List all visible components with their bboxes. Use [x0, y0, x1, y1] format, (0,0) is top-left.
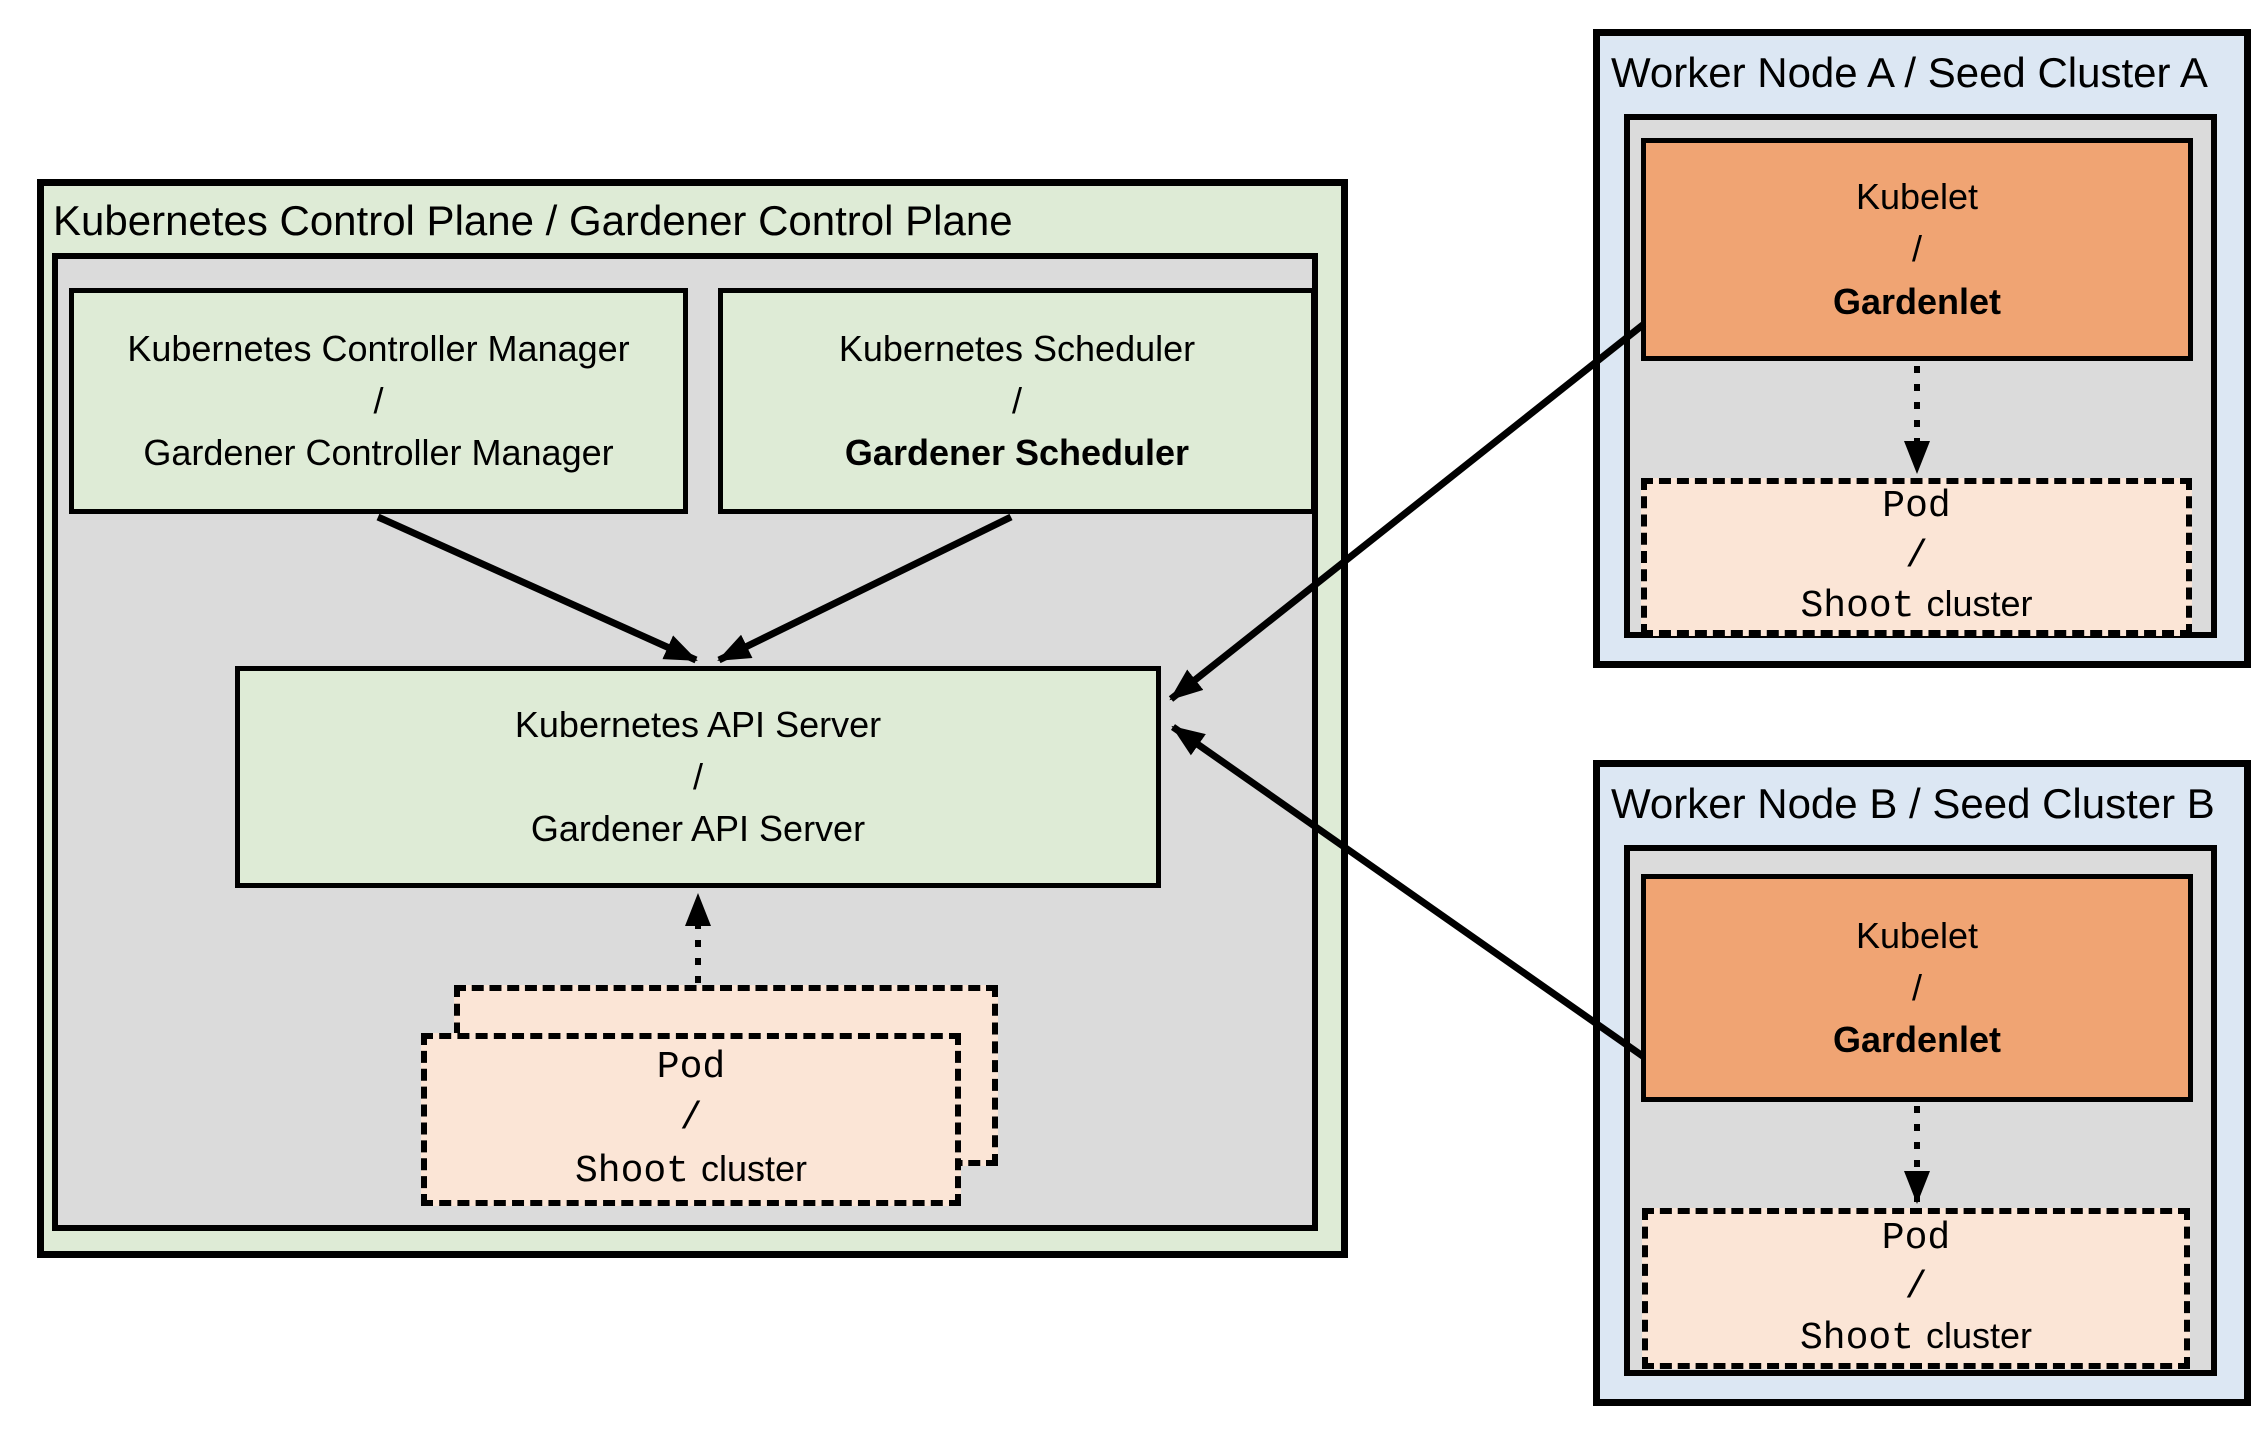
kubelet-b-line2: Gardenlet [1832, 1019, 2002, 1061]
control-plane-title: Kubernetes Control Plane / Gardener Cont… [53, 197, 1013, 244]
pod-a-cluster-label: cluster [1926, 583, 2033, 625]
api-server-box: Kubernetes API Server / Gardener API Ser… [235, 666, 1161, 888]
kubelet-b-slash: / [1911, 966, 1922, 1008]
kubelet-b-line1: Kubelet [1855, 914, 1979, 956]
pod-cluster-label: cluster [701, 1147, 808, 1189]
pod-b-cluster-label: cluster [1926, 1314, 2033, 1356]
pod-b-line1: Pod [1881, 1216, 1951, 1260]
api-server-line1: Kubernetes API Server [514, 703, 882, 745]
pod-a-line1: Pod [1882, 485, 1951, 529]
pod-slash: / [679, 1097, 703, 1141]
controller-manager-line2: Gardener Controller Manager [143, 432, 614, 474]
pod-a-line3: Shoot cluster [1800, 581, 2032, 631]
control-plane-pod-box: Pod / Shoot cluster [421, 1033, 961, 1206]
controller-manager-box: Kubernetes Controller Manager / Gardener… [69, 288, 688, 514]
pod-line1: Pod [656, 1046, 726, 1090]
pod-line3: Shoot cluster [575, 1145, 807, 1197]
controller-manager-line1: Kubernetes Controller Manager [127, 327, 630, 369]
controller-manager-slash: / [373, 379, 384, 421]
scheduler-line2: Gardener Scheduler [844, 432, 1190, 474]
kubelet-a-line2: Gardenlet [1832, 280, 2002, 322]
pod-a-slash: / [1905, 534, 1928, 578]
pod-a-shoot-label: Shoot [1800, 585, 1915, 629]
pod-b-shoot-label: Shoot [1799, 1316, 1914, 1360]
scheduler-box: Kubernetes Scheduler / Gardener Schedule… [718, 288, 1316, 514]
worker-a-pod-box: Pod / Shoot cluster [1641, 478, 2192, 636]
pod-b-slash: / [1904, 1266, 1928, 1310]
scheduler-slash: / [1011, 379, 1022, 421]
api-server-line2: Gardener API Server [530, 808, 866, 850]
api-server-slash: / [692, 755, 703, 797]
kubelet-a-line1: Kubelet [1855, 176, 1979, 218]
worker-b-kubelet-box: Kubelet / Gardenlet [1641, 874, 2193, 1102]
pod-b-line3: Shoot cluster [1800, 1313, 2032, 1363]
scheduler-line1: Kubernetes Scheduler [838, 327, 1196, 369]
worker-b-pod-box: Pod / Shoot cluster [1642, 1208, 2190, 1369]
worker-node-b-title: Worker Node B / Seed Cluster B [1611, 780, 2215, 827]
worker-node-a-title: Worker Node A / Seed Cluster A [1611, 49, 2208, 96]
worker-a-kubelet-box: Kubelet / Gardenlet [1641, 138, 2193, 361]
kubelet-a-slash: / [1911, 228, 1922, 270]
pod-shoot-label: Shoot [574, 1149, 689, 1193]
